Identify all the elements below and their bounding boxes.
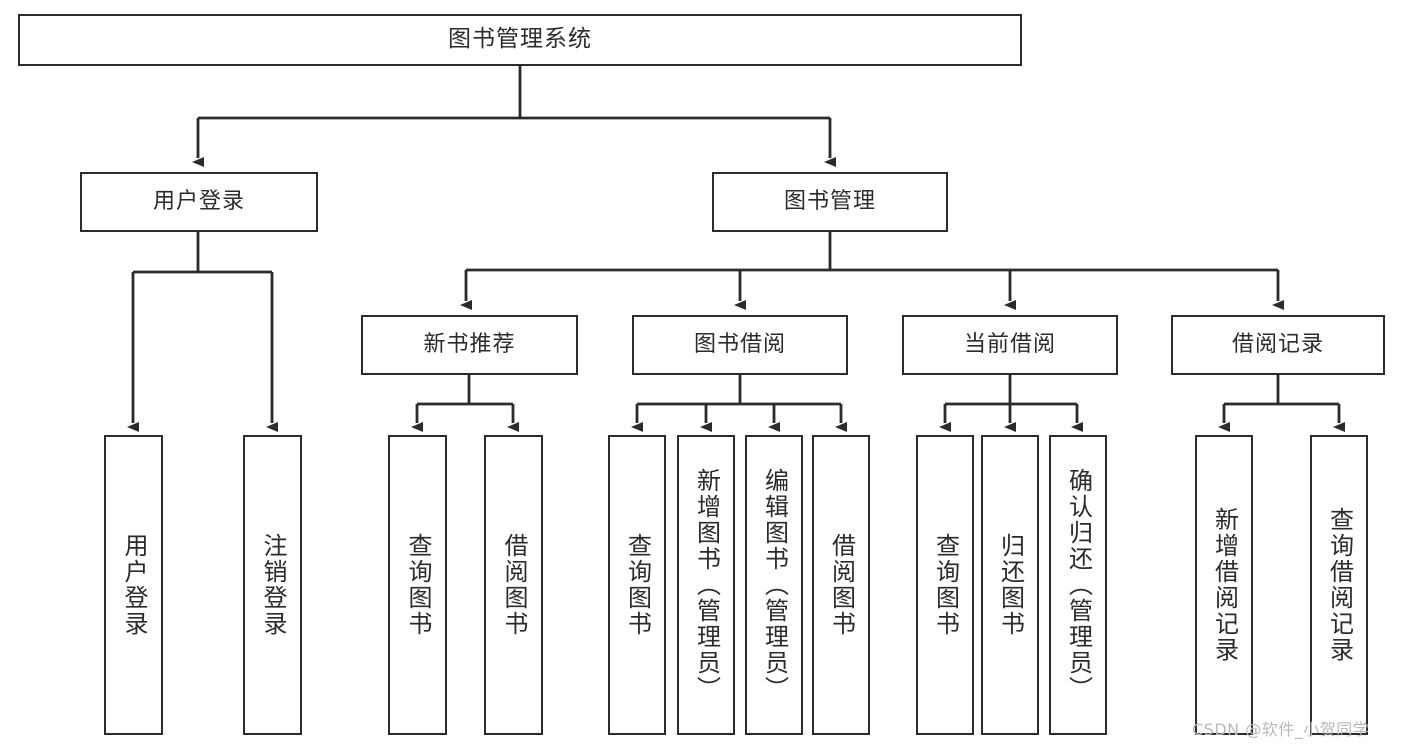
node-label: 借阅图书 <box>827 533 856 637</box>
node-label: 借阅图书 <box>499 533 528 637</box>
node-label: 查询借阅记录 <box>1325 507 1354 663</box>
leaf-borrow-record-add[interactable]: 新增借阅记录 <box>1195 435 1253 735</box>
node-borrow-record[interactable]: 借阅记录 <box>1171 315 1385 375</box>
node-label: 图书借阅 <box>693 331 786 357</box>
node-label: 图书管理系统 <box>448 26 592 53</box>
node-label: 归还图书 <box>996 533 1025 637</box>
node-book-borrow[interactable]: 图书借阅 <box>632 315 848 375</box>
node-label: 查询图书 <box>623 533 652 637</box>
leaf-new-book-query[interactable]: 查询图书 <box>388 435 447 735</box>
node-label: 借阅记录 <box>1231 331 1324 357</box>
leaf-new-book-borrow[interactable]: 借阅图书 <box>484 435 543 735</box>
node-root-system[interactable]: 图书管理系统 <box>18 14 1022 66</box>
node-current-borrow[interactable]: 当前借阅 <box>902 315 1118 375</box>
node-label: 新增图书（管理员） <box>692 468 721 702</box>
node-user-login[interactable]: 用户登录 <box>80 172 318 232</box>
leaf-book-borrow-query[interactable]: 查询图书 <box>608 435 666 735</box>
leaf-user-login-logout[interactable]: 注销登录 <box>243 435 302 735</box>
node-label: 新增借阅记录 <box>1210 507 1239 663</box>
node-label: 编辑图书（管理员） <box>760 468 789 702</box>
node-label: 注销登录 <box>258 533 287 637</box>
node-book-management[interactable]: 图书管理 <box>712 172 948 232</box>
node-label: 查询图书 <box>931 533 960 637</box>
node-label: 查询图书 <box>403 533 432 637</box>
node-label: 图书管理 <box>783 188 876 214</box>
leaf-borrow-record-query[interactable]: 查询借阅记录 <box>1310 435 1368 735</box>
node-label: 用户登录 <box>119 533 148 637</box>
node-label: 用户登录 <box>152 188 245 214</box>
leaf-book-borrow-add[interactable]: 新增图书（管理员） <box>677 435 735 735</box>
node-label: 确认归还（管理员） <box>1064 468 1093 702</box>
csdn-watermark: CSDN @软件_小贺同学 <box>1192 720 1370 739</box>
leaf-book-borrow-edit[interactable]: 编辑图书（管理员） <box>745 435 803 735</box>
leaf-current-borrow-confirm-return[interactable]: 确认归还（管理员） <box>1049 435 1107 735</box>
node-label: 当前借阅 <box>963 331 1056 357</box>
leaf-user-login-login[interactable]: 用户登录 <box>104 435 163 735</box>
leaf-current-borrow-return[interactable]: 归还图书 <box>981 435 1039 735</box>
node-label: 新书推荐 <box>423 331 516 357</box>
leaf-book-borrow-borrow[interactable]: 借阅图书 <box>812 435 870 735</box>
leaf-current-borrow-query[interactable]: 查询图书 <box>916 435 974 735</box>
node-new-book-recommend[interactable]: 新书推荐 <box>361 315 578 375</box>
